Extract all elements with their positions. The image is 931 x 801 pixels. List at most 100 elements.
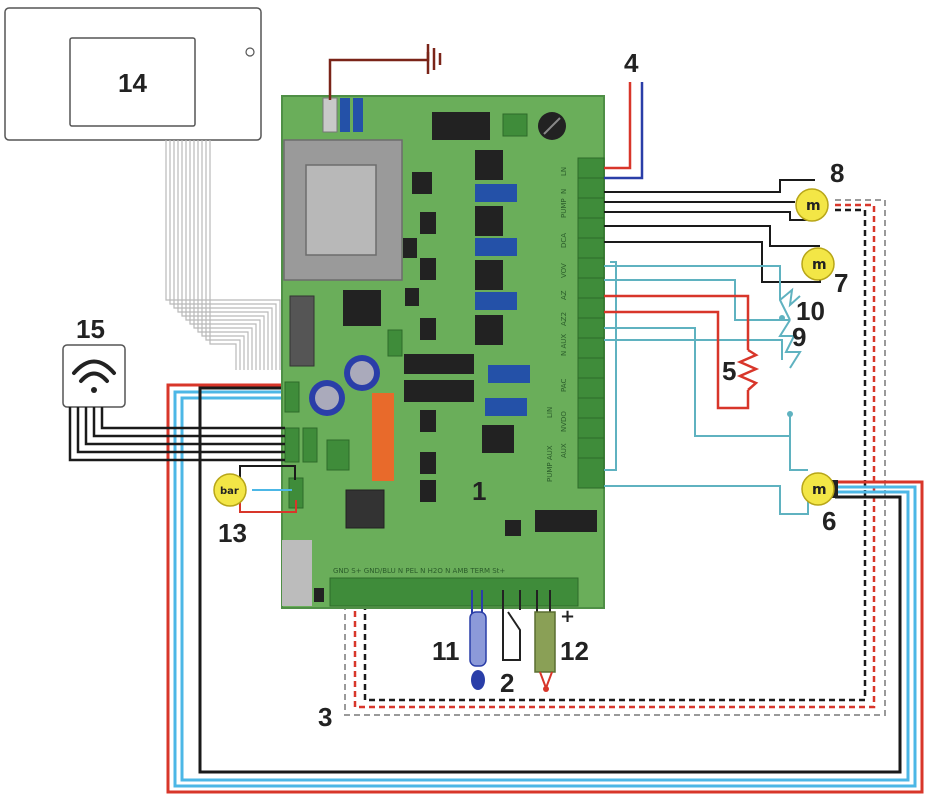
label-15: 15 bbox=[76, 314, 105, 344]
wire-teal-loop bbox=[604, 261, 617, 471]
black-block-1 bbox=[343, 290, 381, 326]
wire-teal-3 bbox=[604, 327, 808, 471]
jumper bbox=[314, 588, 324, 602]
label-11: 11 bbox=[432, 636, 460, 666]
wire-m8-c bbox=[604, 211, 815, 221]
svg-text:NVDO: NVDO bbox=[560, 411, 568, 432]
display-connector bbox=[289, 295, 315, 367]
switch-10 bbox=[779, 287, 801, 308]
pcb-bottom-text: GND S+ GND/BLU N PEL N H2O N AMB TERM St… bbox=[333, 567, 505, 575]
terminal-blue-2 bbox=[353, 98, 363, 132]
label-14: 14 bbox=[118, 68, 147, 98]
wire-power-blue bbox=[604, 82, 644, 180]
pcb-side-labels: LN N PUMP DCA VOV AZ AZ2 N AUX PAC LIN N… bbox=[546, 167, 568, 482]
black-block-2 bbox=[404, 354, 474, 374]
thermostat-2 bbox=[502, 590, 521, 661]
label-8: 8 bbox=[830, 158, 844, 188]
motor-8: m bbox=[795, 188, 829, 222]
wire-m8-a bbox=[604, 179, 815, 193]
ground-icon bbox=[426, 44, 442, 74]
terminal-grey bbox=[322, 97, 338, 133]
conn-left-5 bbox=[326, 439, 350, 471]
wire-red-res-2 bbox=[604, 310, 750, 410]
svg-text:AUX: AUX bbox=[560, 443, 568, 458]
label-9: 9 bbox=[792, 322, 806, 352]
wire-junction-2 bbox=[787, 411, 793, 417]
wire-black-dashed bbox=[363, 208, 867, 702]
label-6: 6 bbox=[822, 506, 836, 536]
wire-red-res-1 bbox=[604, 294, 750, 350]
svg-text:m: m bbox=[812, 257, 827, 273]
sensor-12-leads bbox=[539, 671, 553, 691]
probe-11 bbox=[469, 611, 487, 667]
bottom-stripe bbox=[282, 540, 312, 606]
terminal-blue-1 bbox=[340, 98, 350, 132]
small-terminal-top bbox=[502, 113, 528, 137]
svg-text:bar: bar bbox=[220, 486, 239, 497]
svg-text:N: N bbox=[560, 189, 568, 194]
small-connector-1 bbox=[387, 329, 403, 357]
label-3: 3 bbox=[318, 702, 332, 732]
wire-m7-a bbox=[604, 225, 820, 247]
switch-9 bbox=[778, 319, 802, 369]
wire-teal-1 bbox=[604, 265, 791, 321]
display-screen bbox=[69, 37, 196, 127]
motor-6: m bbox=[801, 472, 838, 506]
wire-ground bbox=[328, 52, 430, 100]
display-led bbox=[245, 47, 255, 57]
label-1: 1 bbox=[472, 476, 486, 506]
svg-text:m: m bbox=[806, 198, 821, 214]
wire-junction-1 bbox=[779, 315, 785, 321]
relay-column bbox=[475, 150, 597, 536]
wire-m7-b bbox=[604, 241, 821, 283]
sensor-12-tip bbox=[543, 686, 549, 692]
label-12: 12 bbox=[560, 636, 589, 666]
black-block-3 bbox=[404, 380, 474, 402]
wire-red-outer bbox=[166, 383, 924, 794]
svg-text:AZ2: AZ2 bbox=[560, 312, 568, 326]
svg-text:N AUX: N AUX bbox=[560, 334, 568, 356]
wifi-icon bbox=[72, 359, 116, 393]
conn-left-1 bbox=[284, 381, 300, 413]
orange-module bbox=[372, 393, 394, 481]
svg-text:PUMP AUX: PUMP AUX bbox=[546, 445, 554, 482]
pressure-sensor: bar bbox=[213, 473, 247, 507]
svg-text:LIN: LIN bbox=[546, 407, 554, 418]
terminal-strip-right-pins bbox=[578, 177, 604, 459]
svg-text:DCA: DCA bbox=[560, 233, 568, 248]
svg-text:VOV: VOV bbox=[560, 263, 568, 278]
label-5: 5 bbox=[722, 356, 736, 386]
conn-left-2 bbox=[284, 427, 300, 463]
svg-text:LN: LN bbox=[560, 167, 568, 176]
label-4: 4 bbox=[624, 48, 639, 78]
svg-text:PUMP: PUMP bbox=[560, 198, 568, 218]
wire-sensor-a bbox=[239, 465, 296, 480]
chip-square bbox=[345, 489, 385, 529]
label-7: 7 bbox=[834, 268, 848, 298]
relay-black-top bbox=[432, 112, 490, 140]
capacitor-2-top bbox=[315, 386, 339, 410]
label-2: 2 bbox=[500, 668, 514, 698]
wifi-module bbox=[62, 344, 126, 408]
wire-power-red bbox=[604, 82, 632, 170]
svg-text:AZ: AZ bbox=[560, 290, 568, 300]
capacitor-1-top bbox=[350, 361, 374, 385]
wifi-cable bbox=[68, 407, 285, 462]
wire-red-dashed bbox=[353, 203, 876, 709]
svg-text:m: m bbox=[812, 482, 827, 498]
wire-teal-5 bbox=[604, 485, 809, 515]
motor-7: m bbox=[801, 247, 835, 281]
label-13: 13 bbox=[218, 518, 247, 548]
wire-black-outer bbox=[198, 386, 902, 774]
terminal-strip-right bbox=[577, 157, 605, 489]
wire-sensor-12 bbox=[536, 590, 551, 615]
terminal-strip-bottom bbox=[329, 577, 579, 607]
conn-left-3 bbox=[302, 427, 318, 463]
plus-sign: + bbox=[560, 606, 575, 627]
wire-lightblue-outer1 bbox=[173, 390, 917, 788]
transformer-core bbox=[305, 164, 377, 256]
probe-11-tip bbox=[471, 670, 485, 690]
wire-teal-2 bbox=[604, 279, 790, 321]
wire-teal-4 bbox=[604, 339, 783, 360]
